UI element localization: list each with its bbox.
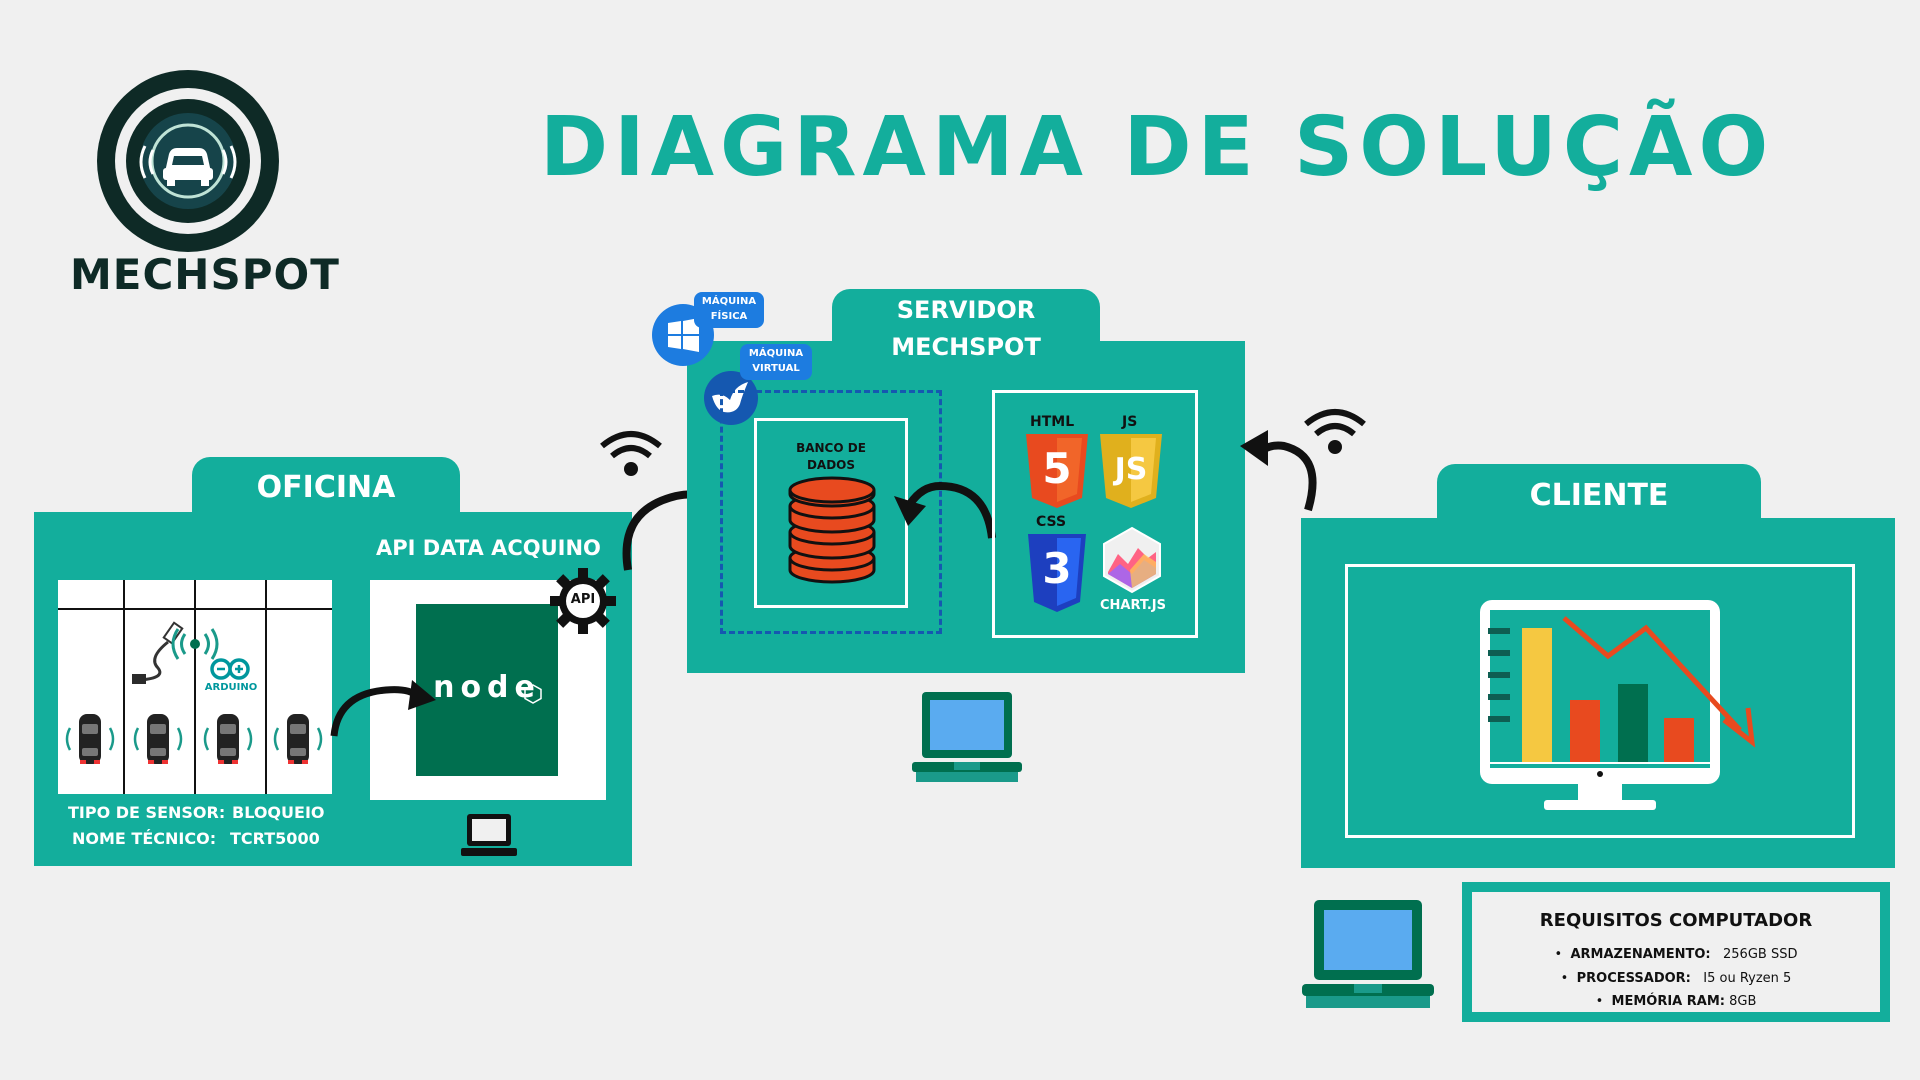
requirements-inner: REQUISITOS COMPUTADOR • ARMAZENAMENTO: 2… (1472, 892, 1880, 1012)
sensor-type-label: TIPO DE SENSOR: (68, 803, 226, 822)
oficina-tab-label: OFICINA (256, 470, 396, 505)
car-sensor-icon (273, 714, 323, 764)
css3-digit: 3 (1042, 544, 1072, 593)
requirement-storage: • ARMAZENAMENTO: 256GB SSD (1554, 947, 1798, 962)
cpu-label: PROCESSADOR: (1576, 971, 1691, 986)
css3-icon (1028, 534, 1086, 612)
sensor-wifi-icon (171, 628, 219, 660)
logo-text: MECHSPOT (70, 250, 340, 299)
logo-car-icon (97, 70, 279, 252)
js-mark: JS (1114, 452, 1148, 487)
car-sensor-icon (133, 714, 183, 764)
database-label-line2: DADOS (806, 458, 856, 472)
arrow-icon (894, 481, 996, 539)
node-block: node (416, 604, 558, 776)
ram-value: 8GB (1729, 994, 1757, 1009)
usb-cable-icon (132, 621, 184, 684)
arduino-icon (210, 658, 250, 680)
database-label-line1: BANCO DE (796, 441, 866, 455)
sensor-type-value: BLOQUEIO (232, 803, 325, 822)
html5-icon (1026, 434, 1088, 508)
database-icon (788, 476, 876, 584)
servidor-panel (687, 341, 1245, 673)
virtual-machine-badge: MÁQUINA VIRTUAL (740, 344, 812, 380)
tech-stack-box (992, 390, 1198, 638)
css-label: CSS (1036, 514, 1067, 530)
sensor-rail-icon (58, 580, 332, 794)
html5-digit: 5 (1042, 444, 1072, 493)
cliente-tab-label: CLIENTE (1529, 478, 1669, 513)
tech-name-value: TCRT5000 (230, 829, 320, 848)
html-label: HTML (1030, 414, 1075, 430)
js-label: JS (1122, 414, 1138, 430)
laptop-icon (1302, 900, 1434, 1008)
wifi-icon (600, 431, 662, 476)
nodejs-hex-icon (524, 684, 542, 704)
api-badge: API (570, 592, 596, 607)
car-sensor-icon (65, 714, 115, 764)
requirements-title: REQUISITOS COMPUTADOR (1539, 910, 1813, 931)
cliente-screen-frame (1345, 564, 1855, 838)
physical-machine-badge: MÁQUINA FÍSICA (694, 292, 764, 328)
servidor-tab (832, 289, 1100, 341)
sensor-board (58, 580, 332, 794)
ram-label: MEMÓRIA RAM: (1611, 994, 1725, 1009)
tech-name-label: NOME TÉCNICO: (72, 829, 217, 848)
oficina-tab: OFICINA (192, 457, 460, 515)
requirement-cpu: • PROCESSADOR: I5 ou Ryzen 5 (1560, 971, 1792, 986)
servidor-title-line1: SERVIDOR (896, 296, 1036, 324)
requirements-box: REQUISITOS COMPUTADOR • ARMAZENAMENTO: 2… (1462, 882, 1890, 1022)
arrow-icon (1240, 430, 1317, 512)
physical-label-line2: FÍSICA (710, 311, 748, 322)
cliente-tab: CLIENTE (1437, 464, 1761, 524)
requirement-ram: • MEMÓRIA RAM: 8GB (1595, 994, 1757, 1009)
storage-value: 256GB SSD (1723, 947, 1798, 962)
js-icon (1100, 434, 1162, 508)
api-title: API DATA ACQUINO (376, 536, 601, 560)
gear-icon (550, 568, 616, 634)
laptop-icon (912, 692, 1022, 782)
laptop-icon (461, 814, 517, 856)
page-title: DIAGRAMA DE SOLUÇÃO (540, 100, 1775, 195)
virtual-machine-box (720, 390, 942, 634)
cpu-value: I5 ou Ryzen 5 (1703, 971, 1792, 986)
car-sensor-icon (203, 714, 253, 764)
virtual-label-line2: VIRTUAL (752, 363, 800, 374)
node-logo: node (433, 670, 541, 705)
monitor-chart-icon (1480, 600, 1756, 810)
arduino-label: ARDUINO (204, 682, 258, 693)
arrow-icon (330, 680, 436, 737)
chartjs-label: CHART.JS (1100, 598, 1166, 613)
virtual-label-line1: MÁQUINA (748, 348, 804, 359)
servidor-title-line2: MECHSPOT (891, 333, 1041, 361)
physical-label-line1: MÁQUINA (701, 296, 757, 307)
wifi-icon (1304, 409, 1366, 454)
storage-label: ARMAZENAMENTO: (1570, 947, 1711, 962)
chartjs-icon (1103, 526, 1161, 594)
